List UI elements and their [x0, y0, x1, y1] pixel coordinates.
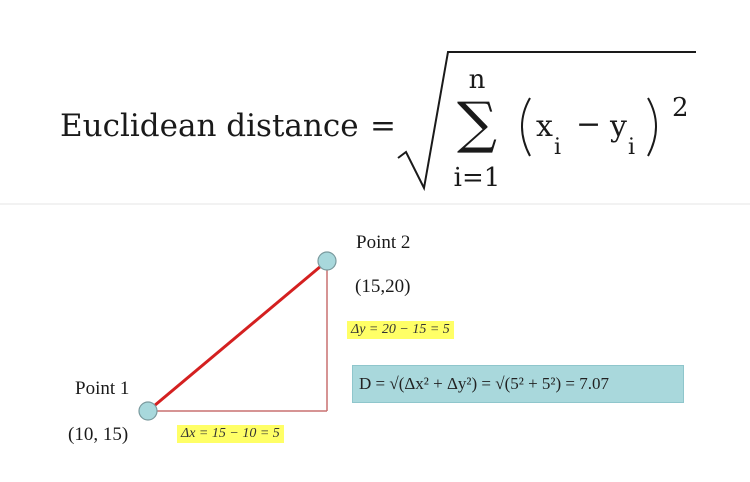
delta-y-box: Δy = 20 − 15 = 5	[347, 321, 454, 339]
radical-sign	[397, 51, 696, 192]
left-paren	[521, 97, 531, 157]
y-variable: y	[609, 109, 627, 144]
point-2-marker	[317, 251, 337, 271]
delta-x-box: Δx = 15 − 10 = 5	[177, 425, 284, 443]
point-1-label: Point 1	[75, 378, 130, 399]
sum-upper-limit: n	[469, 65, 486, 95]
x-variable: x	[536, 109, 553, 144]
point-1-marker	[138, 401, 158, 421]
hypotenuse	[147, 259, 328, 413]
point-2-coords: (15,20)	[355, 276, 411, 297]
exponent: 2	[672, 93, 689, 123]
section-divider	[0, 203, 750, 205]
formula-lhs: Euclidean distance	[60, 108, 359, 144]
sum-symbol: ∑	[457, 91, 497, 156]
y-subscript: i	[628, 135, 635, 160]
point-2-label: Point 2	[356, 232, 411, 253]
x-subscript: i	[554, 135, 561, 160]
right-paren	[647, 97, 657, 157]
formula-equals: =	[370, 108, 396, 144]
point-1-coords: (10, 15)	[68, 424, 129, 445]
formula: Euclidean distance = n ∑ i=1 x i − y i 2	[60, 51, 696, 193]
distance-result-box: D = √(Δx² + Δy²) = √(5² + 5²) = 7.07	[352, 365, 684, 403]
minus-sign: −	[576, 107, 601, 142]
sum-lower-limit: i=1	[454, 163, 501, 193]
